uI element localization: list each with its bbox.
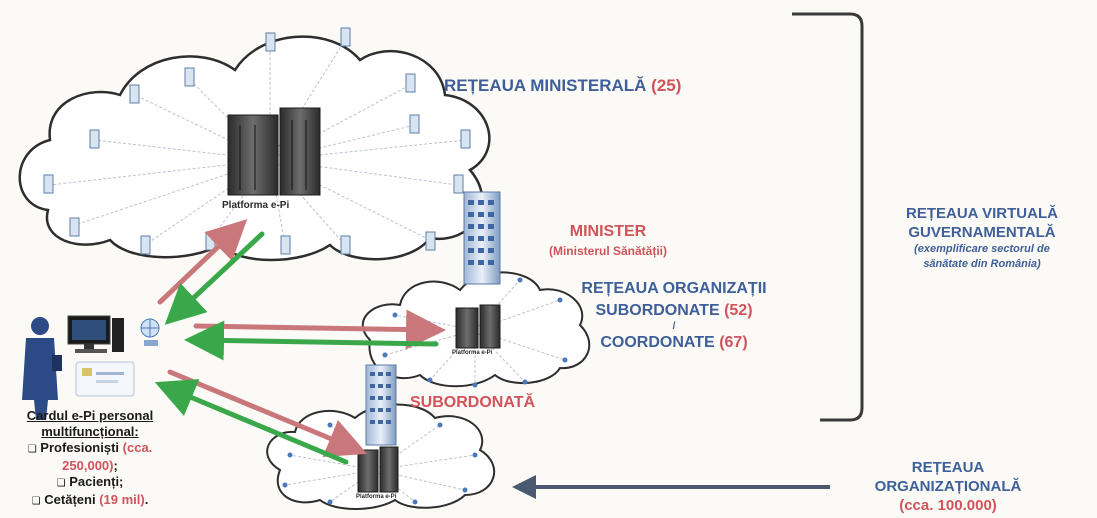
checkbox-icon: ❏ [31, 496, 41, 507]
connection-arrows [154, 219, 446, 465]
org-nodes [382, 277, 568, 388]
org-network-line3: COORDONATE [600, 334, 715, 351]
platform-org-label: Platforma e-Pi [452, 350, 493, 356]
checkbox-icon: ❏ [56, 478, 66, 489]
card-item1-row1: ❏ Profesioniști (cca. [2, 440, 178, 458]
virtual-line1: REȚEAUA VIRTUALĂ [906, 205, 1058, 222]
ministry-network-count: (25) [651, 76, 682, 95]
virtual-network-bracket [792, 12, 864, 422]
org-network-count2: (67) [719, 334, 748, 351]
card-item3-tail: . [144, 492, 149, 507]
subordinate-label: SUBORDONATĂ [410, 394, 536, 411]
card-title2: multifuncțional: [41, 424, 139, 439]
subordinate-nodes [282, 422, 478, 505]
virtual-note2: sănătate din România) [923, 258, 1041, 270]
network-globe-icon [140, 318, 160, 346]
card-icon [75, 361, 135, 397]
card-item3-count: (19 mil) [99, 492, 145, 507]
platform-subordinate-label: Platforma e-Pi [356, 494, 397, 500]
card-item1-label: Profesioniști [40, 440, 120, 455]
platform-server-main [227, 107, 321, 196]
minister-label: MINISTER (Ministerul Sănătății) [508, 223, 708, 258]
minister-title: MINISTER [569, 223, 647, 240]
org-net-line2: ORGANIZAȚIONALĂ [874, 478, 1022, 495]
virtual-network-label: REȚEAUA VIRTUALĂ GUVERNAMENTALĂ (exempli… [872, 204, 1092, 272]
ministry-network-text: REȚEAUA MINISTERALĂ [444, 76, 647, 95]
person-icon [22, 317, 62, 420]
org-network-label: REȚEAUA ORGANIZAȚII SUBORDONATE (52) / C… [548, 278, 800, 354]
org-net-line1: REȚEAUA [911, 459, 985, 476]
virtual-line2: GUVERNAMENTALĂ [908, 224, 1056, 241]
ministry-network-label: REȚEAUA MINISTERALĂ (25) [444, 76, 681, 96]
card-title1: Cardul e-Pi personal [26, 408, 154, 423]
computer-icon [67, 315, 124, 353]
virtual-note1: (exemplificare sectorul de [914, 243, 1050, 255]
card-item1-tail: ; [113, 458, 118, 473]
card-item3-label: Cetățeni [44, 492, 96, 507]
platform-main-label: Platforma e-Pi [222, 200, 290, 211]
card-item1-count-a: (cca. [122, 440, 153, 455]
minister-tower [463, 191, 501, 285]
card-item2-label: Pacienți; [69, 474, 124, 489]
minister-subtitle: (Ministerul Sănătății) [548, 244, 667, 258]
org-network-sep: / [672, 321, 676, 332]
card-item3-row: ❏ Cetățeni (19 mil). [2, 492, 178, 510]
org-network-line1: REȚEAUA ORGANIZAȚII [581, 280, 767, 297]
platform-server-org [455, 304, 501, 349]
org-network-line3-row: COORDONATE (67) [548, 332, 800, 354]
platform-server-subordinate [357, 446, 399, 493]
org-net-count: (cca. 100.000) [899, 497, 997, 514]
card-item1-count-b: 250,000) [62, 458, 114, 473]
card-item2-row: ❏ Pacienți; [2, 474, 178, 492]
checkbox-icon: ❏ [27, 444, 37, 455]
org-network-line2: SUBORDONATE [595, 302, 720, 319]
card-description: Cardul e-Pi personal multifuncțional: ❏ … [2, 408, 178, 510]
organizational-network-label: REȚEAUA ORGANIZAȚIONALĂ (cca. 100.000) [858, 458, 1038, 515]
subordinate-tower [365, 364, 397, 446]
card-item1-row2: 250,000); [2, 458, 178, 474]
org-network-count1: (52) [724, 302, 753, 319]
org-network-line2-row: SUBORDONATE (52) [548, 300, 800, 322]
